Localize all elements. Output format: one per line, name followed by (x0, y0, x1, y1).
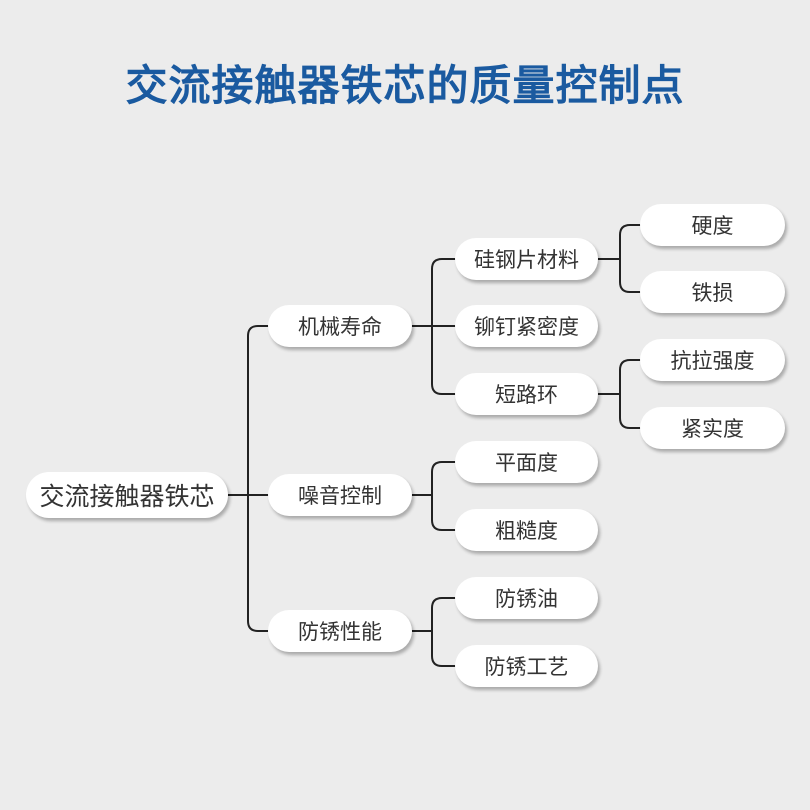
connector-b0-c2-spine (619, 359, 641, 429)
leaf-node-silicon-steel: 硅钢片材料 (455, 238, 598, 280)
connector-b2-spine (431, 597, 456, 667)
leaf-node-iron-loss: 铁损 (640, 271, 785, 313)
branch-node-rust-prevention: 防锈性能 (268, 610, 412, 652)
leaf-node-hardness: 硬度 (640, 204, 785, 246)
leaf-node-tensile-strength: 抗拉强度 (640, 339, 785, 381)
connector-root-spine (247, 325, 269, 632)
branch-node-mechanical-life: 机械寿命 (268, 305, 412, 347)
root-node: 交流接触器铁芯 (26, 472, 228, 518)
leaf-node-rust-oil: 防锈油 (455, 577, 598, 619)
leaf-node-shading-ring: 短路环 (455, 373, 598, 415)
connector-b1-spine (431, 461, 456, 531)
leaf-node-compactness: 紧实度 (640, 407, 785, 449)
connector-b0-c0-spine (619, 224, 641, 293)
leaf-node-rust-process: 防锈工艺 (455, 645, 598, 687)
leaf-node-rivet-tightness: 铆钉紧密度 (455, 305, 598, 347)
branch-node-noise-control: 噪音控制 (268, 474, 412, 516)
page-title: 交流接触器铁芯的质量控制点 (125, 61, 685, 110)
leaf-node-roughness: 粗糙度 (455, 509, 598, 551)
leaf-node-flatness: 平面度 (455, 441, 598, 483)
